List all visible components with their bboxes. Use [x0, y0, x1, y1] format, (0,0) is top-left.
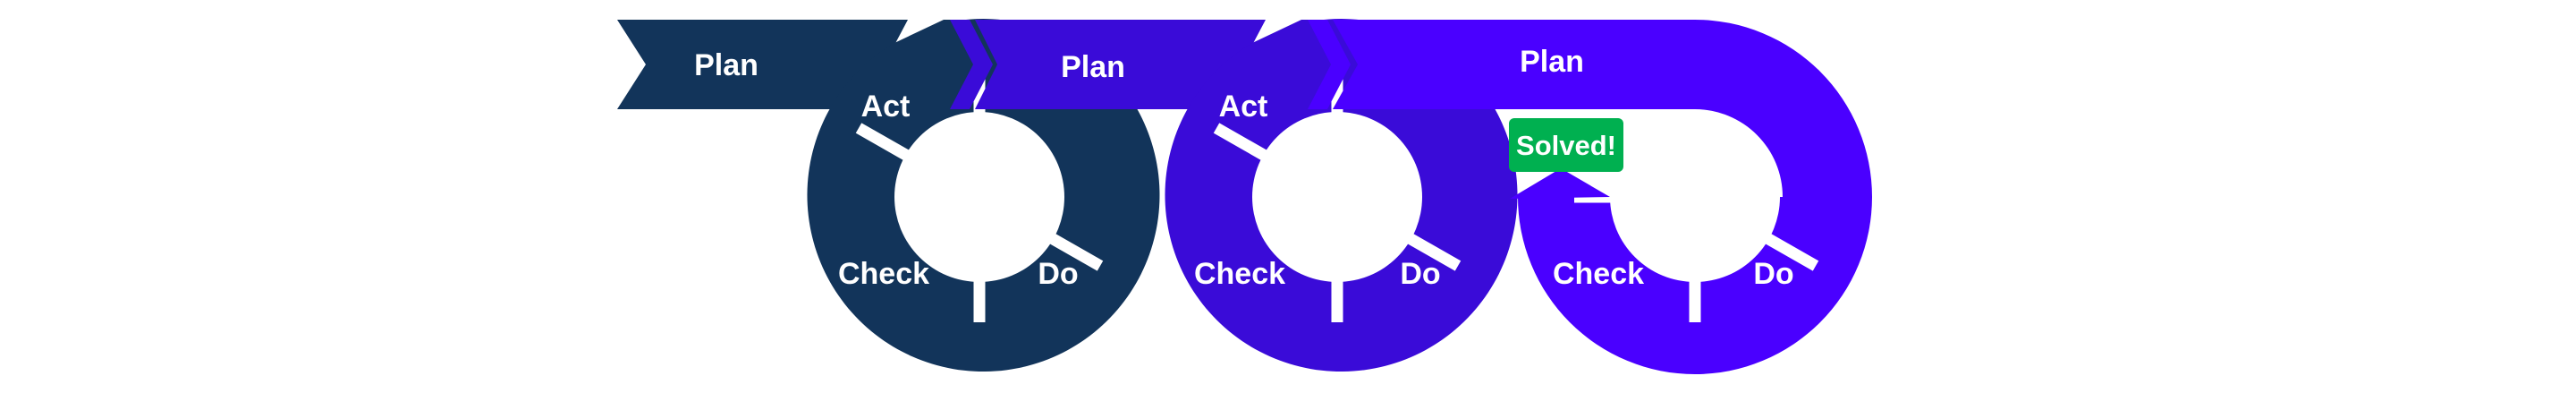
cycle-2-plan-arrow [975, 20, 1266, 109]
cycle-3-do-label: Do [1753, 257, 1793, 291]
cycle-2-act-label: Act [1219, 90, 1268, 124]
cycle-3-plan-label: Plan [1520, 45, 1584, 79]
cycle-3-check-label: Check [1553, 257, 1644, 291]
solved-badge: Solved! [1509, 118, 1623, 172]
cycle-3-plan-band [1333, 20, 1872, 197]
cycle-1-act-label: Act [861, 90, 911, 124]
cycle-2-check-label: Check [1194, 257, 1285, 291]
cycle-1-do-label: Do [1038, 257, 1078, 291]
solved-badge-label: Solved! [1516, 130, 1616, 161]
cycle-2-plan-label: Plan [1061, 50, 1125, 84]
cycle-3-check-arrowhead [1510, 168, 1610, 199]
cycle-1-plan-arrow [617, 20, 908, 109]
cycle-1-plan-label: Plan [694, 48, 758, 82]
cycle-3-lower-ring [1518, 197, 1872, 374]
cycle-1-check-label: Check [838, 257, 929, 291]
cycle-3: Plan Check Do [1333, 20, 1872, 374]
cycle-2-act-chevron [1308, 20, 1351, 109]
cycle-2-do-label: Do [1400, 257, 1440, 291]
cycle-1-act-chevron [950, 20, 993, 109]
solved-badge-box [1509, 118, 1623, 172]
